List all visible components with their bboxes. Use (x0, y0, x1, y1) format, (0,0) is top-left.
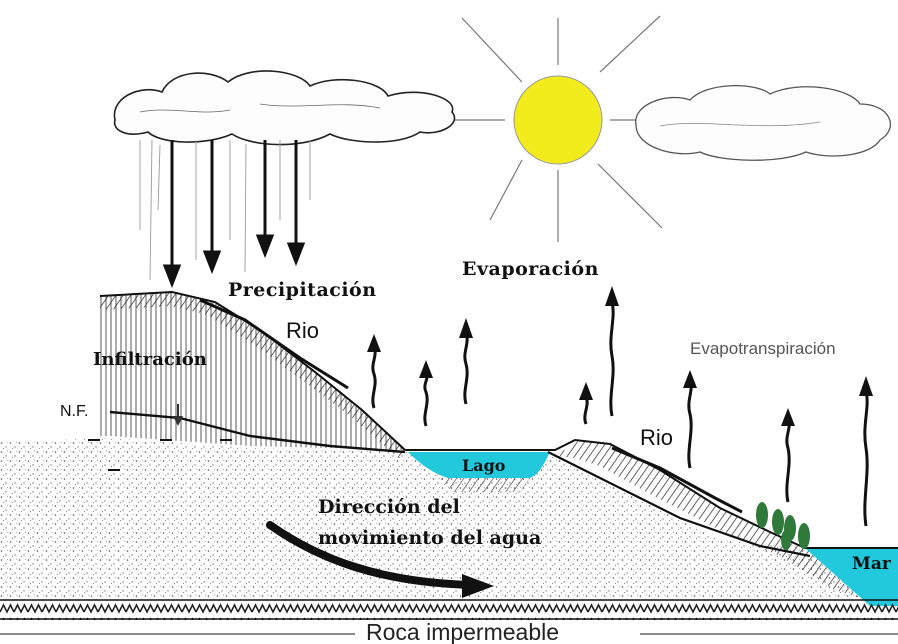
sun-icon (418, 15, 663, 242)
right-hill (555, 440, 860, 598)
label-river-left: Rio (286, 318, 320, 343)
evaporation-arrows (367, 286, 873, 527)
sea-water (805, 548, 898, 606)
precipitation-arrows (162, 140, 306, 289)
arrow-down-icon (162, 140, 182, 289)
arrow-up-icon (419, 360, 433, 427)
arrow-up-icon (579, 382, 593, 425)
arrow-up-icon (367, 334, 381, 409)
tree-icon (756, 502, 810, 550)
label-sea: Mar (852, 554, 891, 574)
label-flow-direction-line2: movimiento del agua (318, 527, 542, 549)
terrain-outline (99, 290, 898, 558)
label-evaporation: Evaporación (462, 258, 599, 280)
cloud-icon (635, 85, 892, 161)
arrow-down-icon (202, 140, 222, 275)
cloud-icon (113, 70, 456, 146)
arrow-down-icon (255, 140, 275, 259)
flow-direction-arrow (266, 521, 494, 598)
arrow-up-icon (459, 318, 473, 405)
label-infiltration: Infiltración (93, 349, 207, 370)
label-bedrock: Roca impermeable (366, 619, 560, 644)
arrow-up-icon (859, 376, 873, 527)
bedrock-band (0, 599, 898, 635)
water-table-dashes (88, 439, 232, 471)
lake-water (408, 452, 550, 478)
arrow-up-icon (605, 286, 619, 417)
arrow-down-icon (173, 404, 183, 426)
label-water-table: N.F. (60, 403, 89, 420)
aquifer-ground (0, 438, 870, 606)
arrow-up-icon (781, 408, 795, 503)
label-lake: Lago (462, 456, 506, 475)
arrow-up-icon (683, 370, 697, 469)
label-evapotranspiration: Evapotranspiración (690, 339, 836, 358)
left-hill (100, 292, 405, 450)
label-river-right: Rio (640, 425, 674, 450)
rain-streaks (139, 139, 311, 281)
arrow-down-icon (286, 140, 306, 267)
label-flow-direction-line1: Dirección del (318, 496, 460, 518)
label-precipitation: Precipitación (228, 279, 377, 301)
